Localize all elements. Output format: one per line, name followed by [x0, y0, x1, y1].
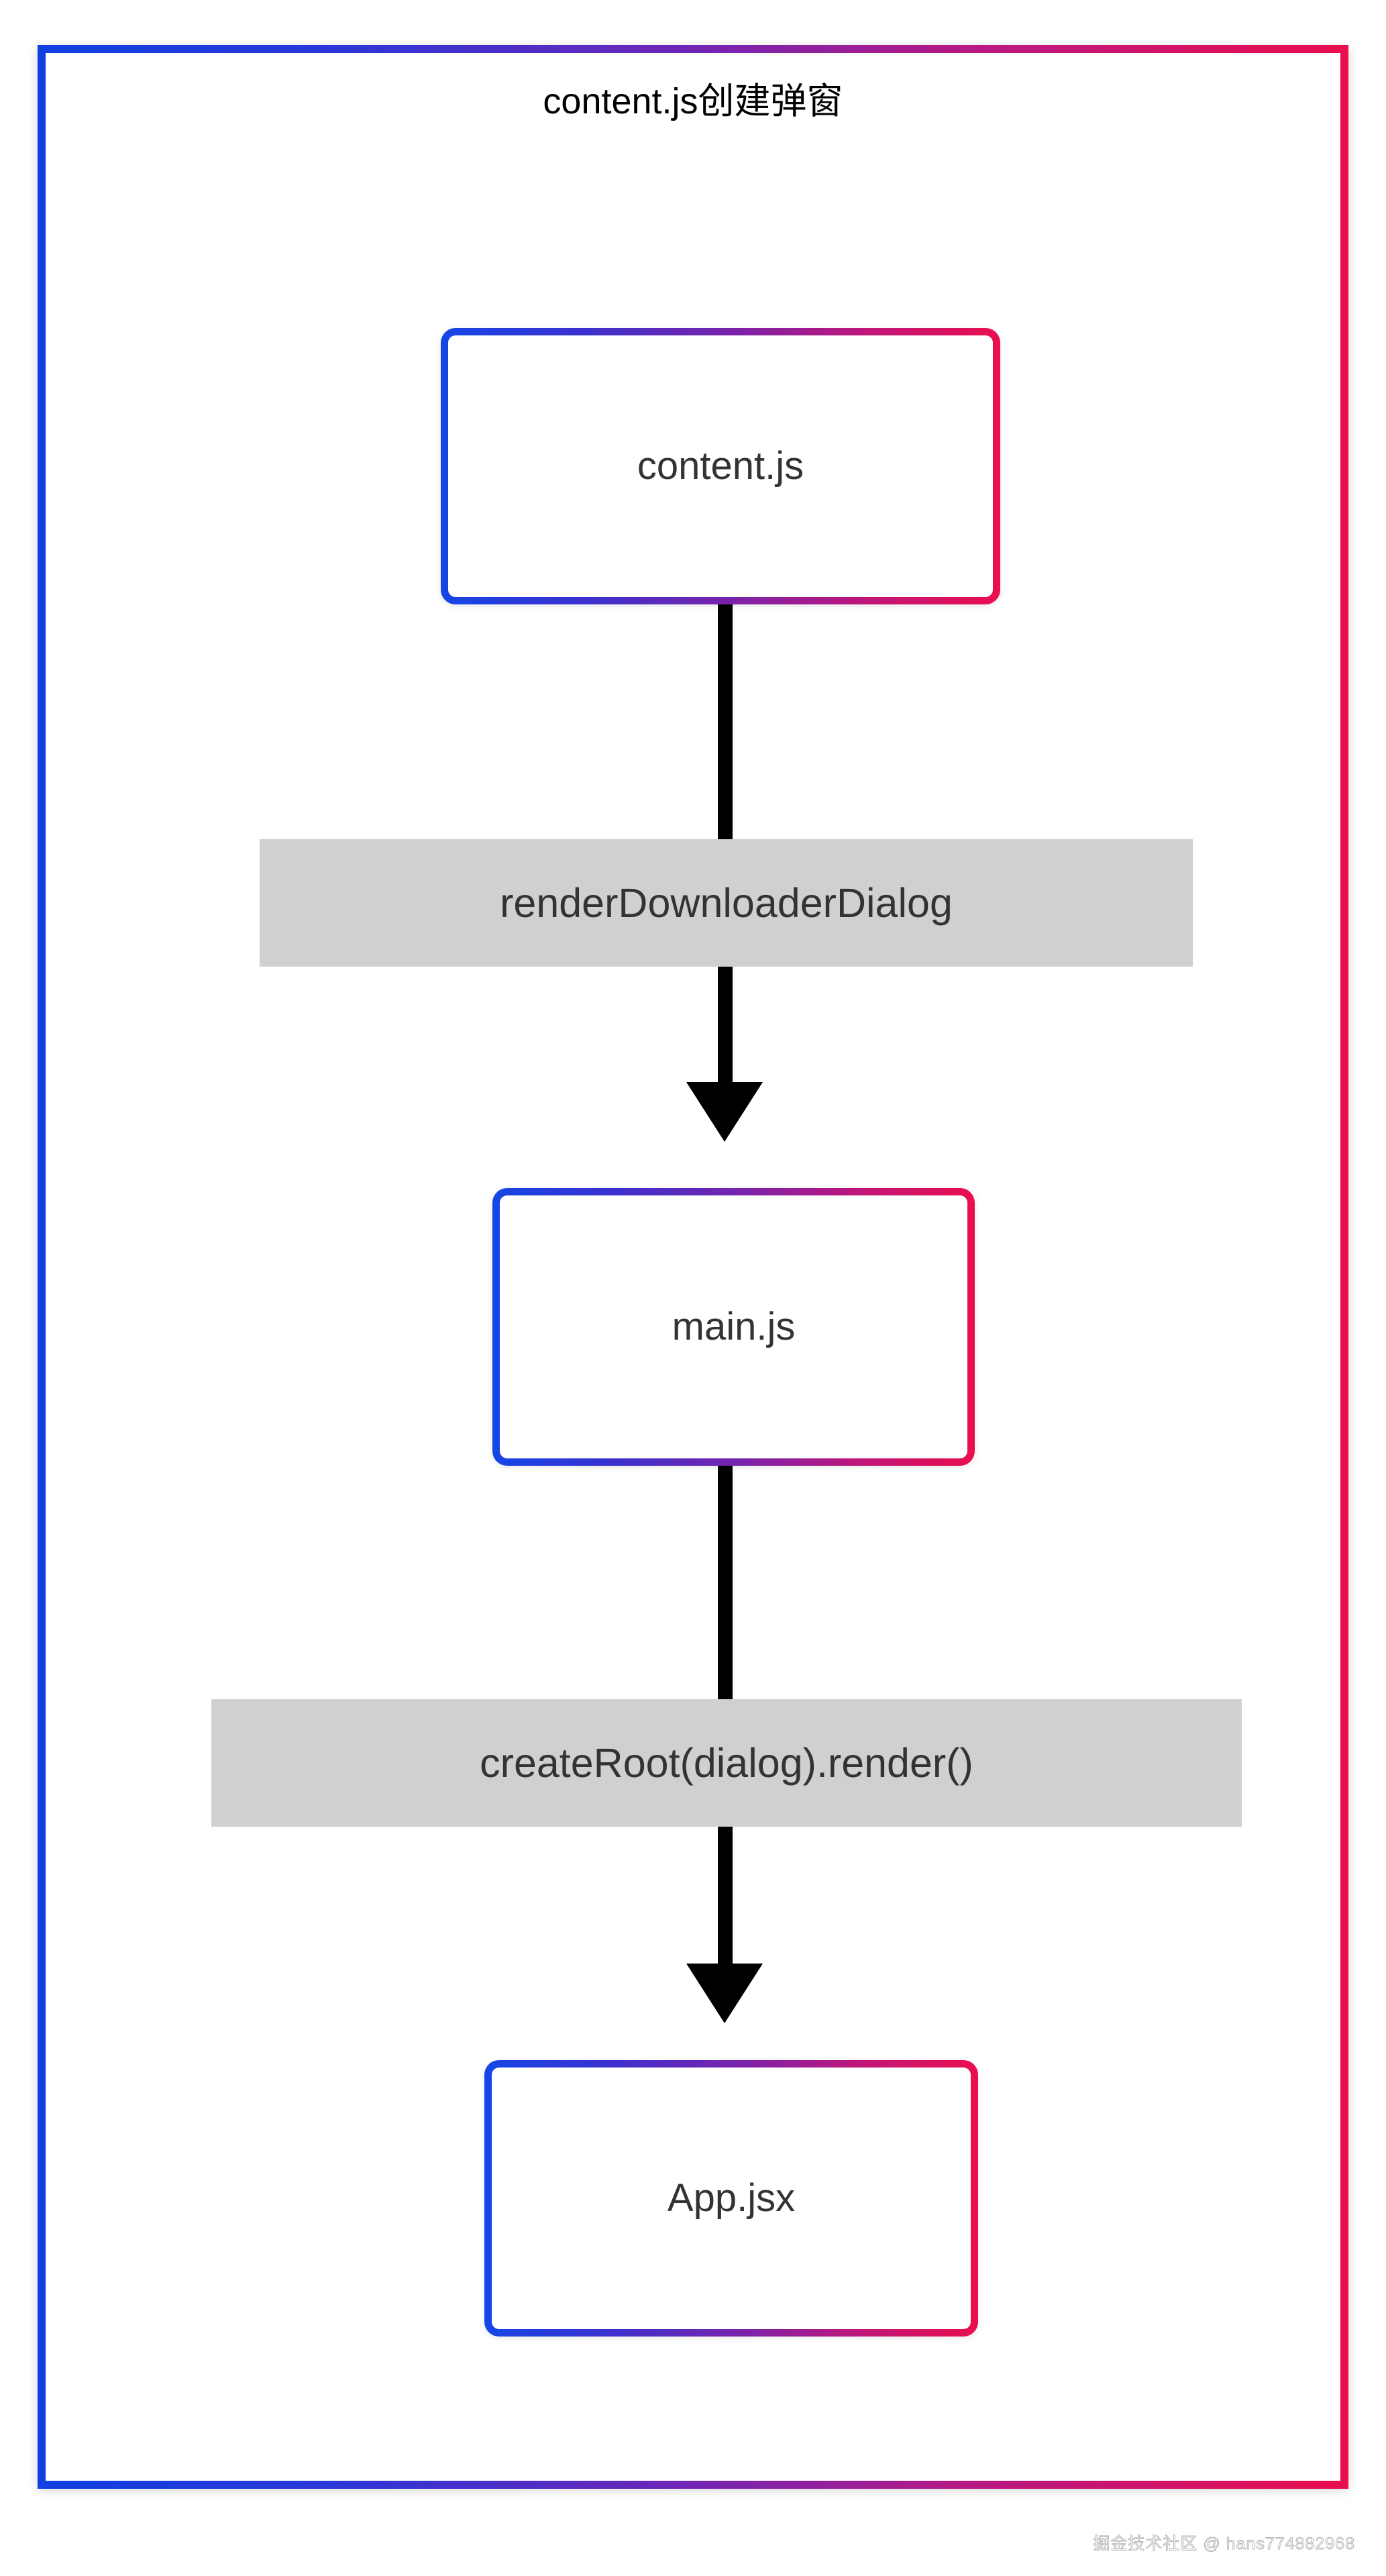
flowchart-body: content.js renderDownloaderDialog main.j… [46, 53, 1340, 2481]
flow-node-label: App.jsx [667, 2176, 796, 2220]
flow-edge-label-render-downloader-dialog: renderDownloaderDialog [260, 839, 1193, 967]
flow-edge-label-text: renderDownloaderDialog [500, 879, 953, 926]
watermark: 掘金技术社区 @ hans774882968 [1093, 2534, 1355, 2554]
flow-edge-label-text: createRoot(dialog).render() [480, 1739, 973, 1786]
flow-node-label: main.js [672, 1305, 796, 1348]
diagram-title: content.js创建弹窗 [543, 81, 843, 121]
flow-node-content-js[interactable]: content.js [441, 328, 1000, 604]
flow-node-main-js[interactable]: main.js [492, 1188, 975, 1466]
flow-arrowhead-2 [686, 1964, 763, 2023]
flow-node-label: content.js [637, 444, 804, 488]
flow-edge-label-create-root-render: createRoot(dialog).render() [211, 1699, 1242, 1827]
flow-node-app-jsx[interactable]: App.jsx [484, 2060, 978, 2337]
flow-arrowhead-1 [686, 1082, 763, 1142]
diagram-outer-frame: content.js创建弹窗 content.js renderDownload… [38, 45, 1348, 2489]
